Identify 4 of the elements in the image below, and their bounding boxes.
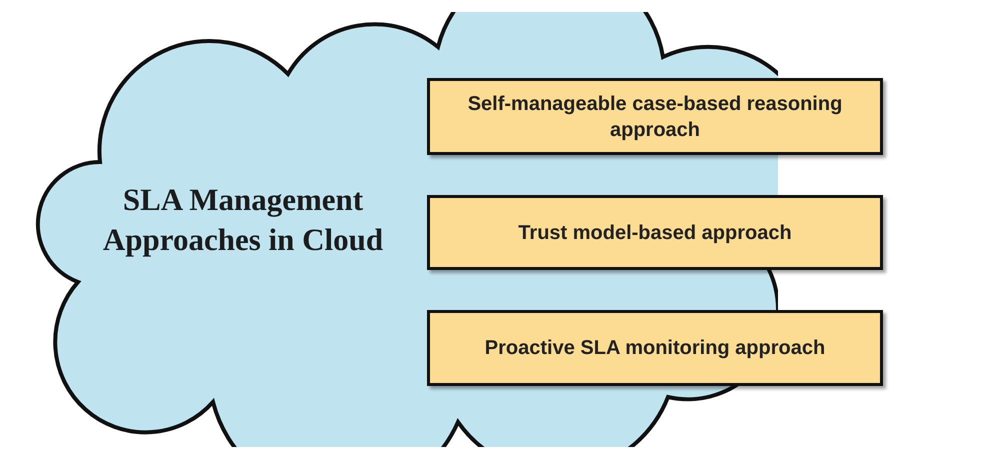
- approach-box: Proactive SLA monitoring approach: [427, 310, 883, 386]
- approach-box: Trust model-based approach: [427, 195, 883, 270]
- cloud-title: SLA Management Approaches in Cloud: [102, 181, 384, 259]
- approach-box: Self-manageable case-based reasoning approach: [427, 78, 883, 155]
